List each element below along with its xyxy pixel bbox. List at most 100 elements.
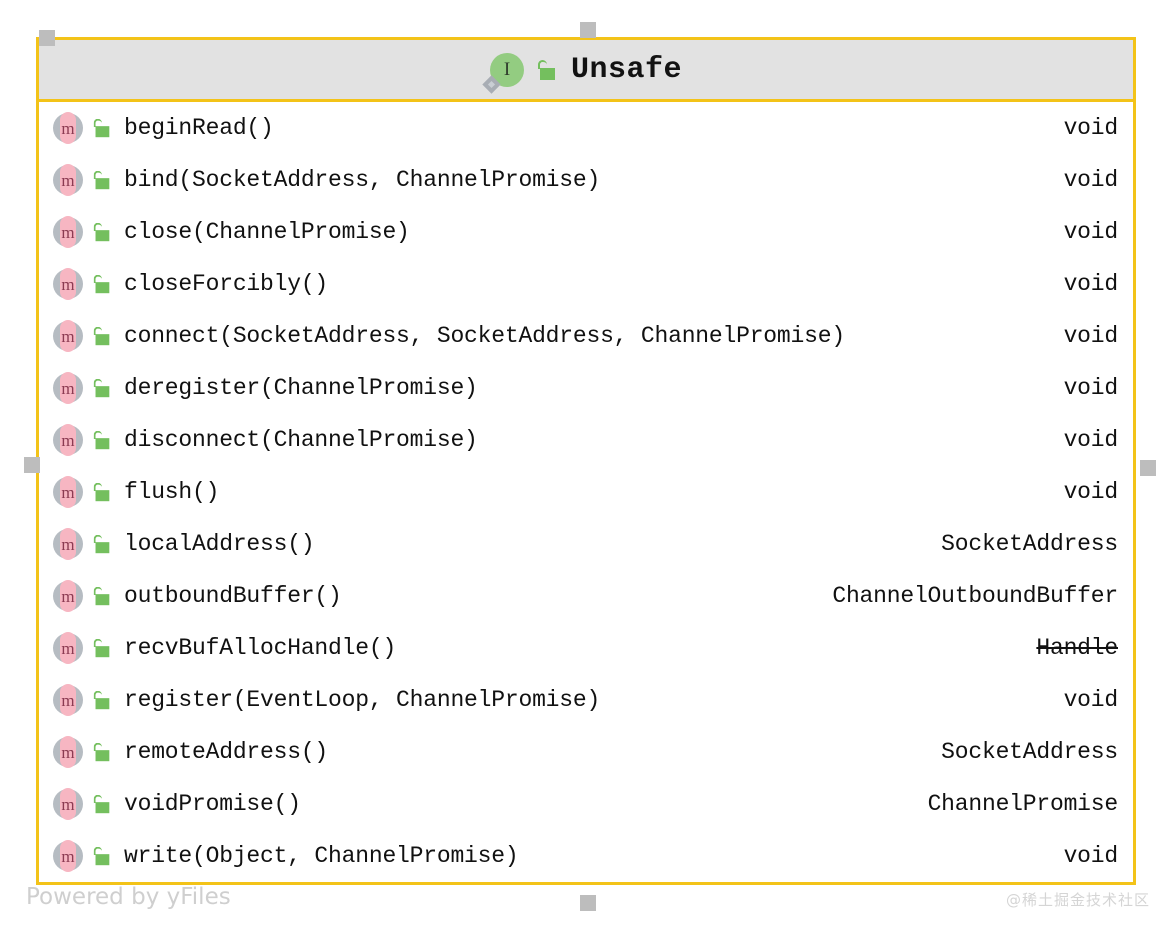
member-return-type: void [1063,219,1119,245]
uml-member-row[interactable]: m close(ChannelPromise) void [39,206,1133,258]
uml-member-row[interactable]: m bind(SocketAddress, ChannelPromise) void [39,154,1133,206]
open-padlock-icon [93,170,110,190]
uml-member-row[interactable]: m write(Object, ChannelPromise) void [39,830,1133,882]
member-icons: m [53,632,124,664]
method-icon: m [53,788,83,820]
method-icon: m [53,320,83,352]
method-icon: m [53,476,83,508]
member-icons: m [53,476,124,508]
method-icon: m [53,840,83,872]
uml-member-row[interactable]: m outboundBuffer() ChannelOutboundBuffer [39,570,1133,622]
method-icon: m [53,736,83,768]
method-icon: m [53,164,83,196]
open-padlock-icon [537,59,556,81]
uml-member-row[interactable]: m closeForcibly() void [39,258,1133,310]
method-icon: m [53,684,83,716]
member-icons: m [53,528,124,560]
method-icon: m [53,216,83,248]
member-return-type: void [1063,427,1119,453]
uml-member-row[interactable]: m flush() void [39,466,1133,518]
watermark-yfiles: Powered by yFiles [26,884,231,910]
member-signature: closeForcibly() [124,271,329,297]
member-return-type: void [1063,271,1119,297]
member-signature: remoteAddress() [124,739,329,765]
open-padlock-icon [93,846,110,866]
uml-node-title: Unsafe [570,52,683,87]
open-padlock-icon [93,222,110,242]
open-padlock-icon [93,326,110,346]
method-icon: m [53,580,83,612]
member-return-type: Handle [1036,635,1118,661]
member-signature: close(ChannelPromise) [124,219,410,245]
member-signature: voidPromise() [124,791,301,817]
member-return-type: SocketAddress [941,739,1118,765]
method-icon: m [53,424,83,456]
open-padlock-icon [93,534,110,554]
member-icons: m [53,788,124,820]
method-icon: m [53,528,83,560]
member-return-type: ChannelPromise [927,791,1119,817]
member-signature: bind(SocketAddress, ChannelPromise) [124,167,601,193]
open-padlock-icon [93,378,110,398]
method-icon: m [53,372,83,404]
method-icon: m [53,268,83,300]
open-padlock-icon [93,482,110,502]
member-icons: m [53,216,124,248]
member-icons: m [53,424,124,456]
member-return-type: SocketAddress [941,531,1118,557]
member-icons: m [53,736,124,768]
uml-member-row[interactable]: m voidPromise() ChannelPromise [39,778,1133,830]
open-padlock-icon [93,118,110,138]
method-icon: m [53,112,83,144]
member-signature: localAddress() [124,531,315,557]
uml-member-row[interactable]: m disconnect(ChannelPromise) void [39,414,1133,466]
method-icon: m [53,632,83,664]
member-icons: m [53,840,124,872]
member-icons: m [53,112,124,144]
watermark-community: @稀土掘金技术社区 [1005,891,1150,909]
member-return-type: void [1063,375,1119,401]
member-icons: m [53,580,124,612]
member-signature: beginRead() [124,115,274,141]
uml-member-row[interactable]: m recvBufAllocHandle() Handle [39,622,1133,674]
member-signature: register(EventLoop, ChannelPromise) [124,687,601,713]
uml-member-row[interactable]: m beginRead() void [39,102,1133,154]
open-padlock-icon [93,430,110,450]
member-icons: m [53,372,124,404]
member-return-type: void [1063,323,1119,349]
selection-handle-middle-left[interactable] [24,457,40,473]
member-return-type: void [1063,687,1119,713]
uml-member-row[interactable]: m localAddress() SocketAddress [39,518,1133,570]
member-return-type: ChannelOutboundBuffer [832,583,1118,609]
member-signature: flush() [124,479,220,505]
open-padlock-icon [93,794,110,814]
member-icons: m [53,164,124,196]
member-icons: m [53,320,124,352]
member-signature: disconnect(ChannelPromise) [124,427,478,453]
open-padlock-icon [93,742,110,762]
uml-member-row[interactable]: m deregister(ChannelPromise) void [39,362,1133,414]
member-icons: m [53,268,124,300]
uml-member-row[interactable]: m remoteAddress() SocketAddress [39,726,1133,778]
selection-handle-top-center[interactable] [580,22,596,38]
member-signature: outboundBuffer() [124,583,342,609]
member-signature: recvBufAllocHandle() [124,635,397,661]
selection-handle-middle-right[interactable] [1140,460,1156,476]
uml-node-header[interactable]: I Unsafe [39,40,1133,102]
uml-class-node[interactable]: I Unsafe m beginRead() void m bind(SocketAdd… [36,37,1136,885]
member-return-type: void [1063,115,1119,141]
uml-member-row[interactable]: m register(EventLoop, ChannelPromise) void [39,674,1133,726]
member-return-type: void [1063,479,1119,505]
selection-handle-bottom-center[interactable] [580,895,596,911]
open-padlock-icon [93,638,110,658]
open-padlock-icon [93,274,110,294]
member-return-type: void [1063,843,1119,869]
member-signature: deregister(ChannelPromise) [124,375,478,401]
open-padlock-icon [93,690,110,710]
member-signature: write(Object, ChannelPromise) [124,843,519,869]
member-return-type: void [1063,167,1119,193]
open-padlock-icon [93,586,110,606]
selection-handle-top-left[interactable] [39,30,55,46]
